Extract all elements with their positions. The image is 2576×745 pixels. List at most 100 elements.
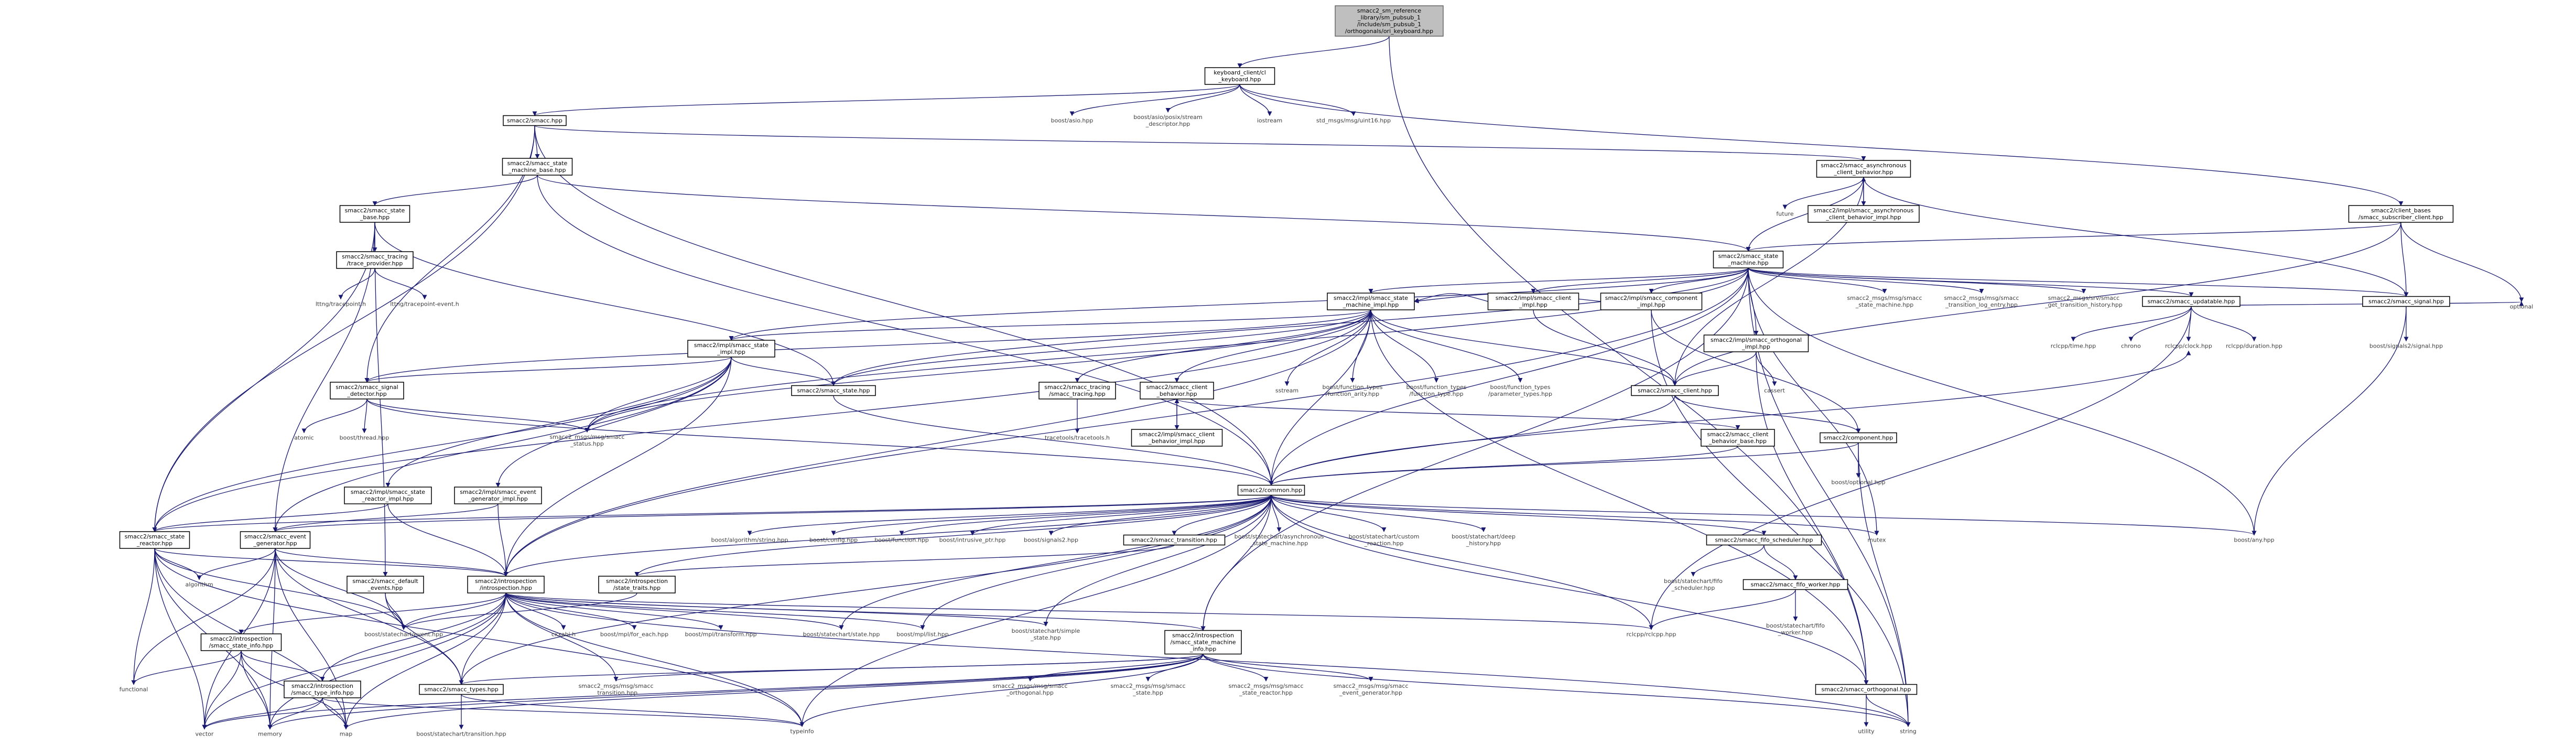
- node-msgstate[interactable]: smacc2_msgs/msg/smacc_state.hpp: [1110, 683, 1185, 696]
- node-atomic[interactable]: atomic: [294, 435, 314, 441]
- node-sstate[interactable]: smacc2/introspection/state_traits.hpp: [598, 576, 676, 593]
- node-bmpllist[interactable]: boost/mpl/list.hpp: [896, 631, 948, 638]
- node-intro[interactable]: smacc2/introspection/introspection.hpp: [467, 576, 545, 593]
- node-bmplfe[interactable]: boost/mpl/for_each.hpp: [600, 631, 668, 638]
- node-bscfifow[interactable]: boost/statechart/fifo_worker.hpp: [1766, 622, 1825, 636]
- node-rclcpp[interactable]: rclcpp/rclcpp.hpp: [1627, 631, 1676, 638]
- node-bfparam[interactable]: boost/function_types/parameter_types.hpp: [1488, 384, 1552, 397]
- node-cimpl[interactable]: smacc2/impl/smacc_client_impl.hpp: [1487, 293, 1579, 310]
- node-bintr[interactable]: boost/intrusive_ptr.hpp: [939, 537, 1006, 544]
- node-tracing[interactable]: smacc2/smacc_tracing/smacc_tracing.hpp: [1038, 382, 1116, 400]
- node-common[interactable]: smacc2/common.hpp: [1237, 484, 1305, 496]
- node-chrono[interactable]: chrono: [2121, 343, 2141, 350]
- node-bscstate[interactable]: boost/statechart/state.hpp: [803, 631, 880, 638]
- node-lttng[interactable]: lttng/tracepoint.h: [316, 301, 366, 308]
- node-boptional[interactable]: boost/optional.hpp: [1831, 479, 1885, 486]
- node-status[interactable]: smacc2_msgs/msg/smacc_status.hpp: [549, 434, 624, 447]
- node-de[interactable]: smacc2/smacc_default_events.hpp: [347, 576, 424, 593]
- node-bscfifo[interactable]: boost/statechart/fifo_scheduler.hpp: [1664, 578, 1723, 591]
- node-msgtl[interactable]: smacc2_msgs/msg/smacc_transition_log_ent…: [1944, 295, 2019, 308]
- node-bftype[interactable]: boost/function_types/function_type.hpp: [1406, 384, 1467, 397]
- node-basio[interactable]: boost/asio.hpp: [1051, 117, 1094, 124]
- node-sinfo[interactable]: smacc2/introspection/smacc_state_info.hp…: [200, 633, 282, 651]
- node-utility[interactable]: utility: [1858, 728, 1875, 735]
- node-trace[interactable]: smacc2/smacc_tracing/trace_provider.hpp: [336, 251, 414, 269]
- node-srvhist[interactable]: smacc2_msgs/srv/smacc_get_transition_his…: [2044, 295, 2123, 308]
- node-bscsimple[interactable]: boost/statechart/simple_state.hpp: [1012, 628, 1080, 641]
- node-upd[interactable]: smacc2/smacc_updatable.hpp: [2142, 296, 2241, 307]
- node-iostream[interactable]: iostream: [1257, 117, 1282, 124]
- node-bsig2[interactable]: boost/signals2/signal.hpp: [2369, 343, 2443, 350]
- node-si[interactable]: smacc2/impl/smacc_state_impl.hpp: [687, 340, 775, 358]
- node-rcldur[interactable]: rclcpp/duration.hpp: [2226, 343, 2282, 350]
- node-sr[interactable]: smacc2/smacc_state_reactor.hpp: [119, 531, 190, 549]
- node-trans[interactable]: smacc2/smacc_transition.hpp: [1123, 534, 1226, 546]
- node-sd[interactable]: smacc2/smacc_signal_detector.hpp: [330, 382, 404, 400]
- node-msgsr[interactable]: smacc2_msgs/msg/smacc_state_reactor.hpp: [1228, 683, 1303, 696]
- node-typeinfo[interactable]: typeinfo: [790, 728, 814, 735]
- node-bsig2h[interactable]: boost/signals2.hpp: [1024, 537, 1078, 544]
- node-tinfo[interactable]: smacc2/introspection/smacc_type_info.hpp: [284, 681, 361, 698]
- node-acb[interactable]: smacc2/smacc_asynchronous_client_behavio…: [1816, 160, 1911, 178]
- node-bscasm[interactable]: boost/statechart/asynchronous_state_mach…: [1235, 533, 1324, 547]
- node-msgorth[interactable]: smacc2_msgs/msg/smacc_orthogonal.hpp: [992, 683, 1067, 696]
- node-bconfig[interactable]: boost/config.hpp: [809, 537, 858, 544]
- node-state[interactable]: smacc2/smacc_state.hpp: [791, 385, 876, 396]
- node-cassert[interactable]: cassert: [1764, 387, 1785, 394]
- node-csub[interactable]: smacc2/client_bases/smacc_subscriber_cli…: [2348, 205, 2454, 223]
- node-bscevent[interactable]: boost/statechart/event.hpp: [364, 631, 443, 638]
- node-string[interactable]: string: [1900, 728, 1917, 735]
- node-bany[interactable]: boost/any.hpp: [2234, 537, 2274, 544]
- node-bposix[interactable]: boost/asio/posix/stream_descriptor.hpp: [1133, 114, 1202, 127]
- node-balg[interactable]: boost/algorithm/string.hpp: [711, 537, 788, 544]
- node-bmpltr[interactable]: boost/mpl/transform.hpp: [685, 631, 756, 638]
- node-comp[interactable]: smacc2/component.hpp: [1820, 432, 1897, 444]
- node-bthread[interactable]: boost/thread.hpp: [340, 435, 389, 441]
- node-msgsm[interactable]: smacc2_msgs/msg/smacc_state_machine.hpp: [1847, 295, 1922, 308]
- node-cbi[interactable]: smacc2/impl/smacc_client_behavior_impl.h…: [1131, 429, 1223, 447]
- node-smi[interactable]: smacc2/impl/smacc_state_machine_impl.hpp: [1327, 293, 1415, 310]
- node-memory[interactable]: memory: [258, 731, 282, 738]
- node-bfany[interactable]: boost/function_types/function_arity.hpp: [1323, 384, 1383, 397]
- node-sm[interactable]: smacc2/smacc_state_machine.hpp: [1713, 251, 1784, 268]
- node-sb[interactable]: smacc2/smacc_state_base.hpp: [339, 205, 410, 223]
- node-rcltime[interactable]: rclcpp/time.hpp: [2051, 343, 2096, 350]
- node-optional[interactable]: optional: [2510, 304, 2534, 310]
- node-cxxabi[interactable]: cxxabi.h: [551, 631, 576, 638]
- node-bsctrans[interactable]: boost/statechart/transition.hpp: [416, 731, 506, 738]
- node-msgeg[interactable]: smacc2_msgs/msg/smacc_event_generator.hp…: [1333, 683, 1408, 696]
- node-rclclock[interactable]: rclcpp/clock.hpp: [2165, 343, 2212, 350]
- node-msgtrans[interactable]: smacc2_msgs/msg/smacc_transition.hpp: [578, 683, 653, 696]
- node-map[interactable]: map: [340, 731, 352, 738]
- node-fifow[interactable]: smacc2/smacc_fifo_worker.hpp: [1742, 579, 1848, 590]
- node-lttnge[interactable]: lttng/tracepoint-event.h: [390, 301, 459, 308]
- node-acbi[interactable]: smacc2/impl/smacc_asynchronous_client_be…: [1807, 205, 1920, 223]
- node-algorithm[interactable]: algorithm: [185, 581, 213, 588]
- node-sstream[interactable]: sstream: [1275, 387, 1298, 394]
- node-tracingh[interactable]: tracetools/tracetools.h: [1045, 435, 1110, 441]
- node-eg[interactable]: smacc2/smacc_event_generator.hpp: [240, 531, 311, 549]
- node-mutex[interactable]: mutex: [1867, 537, 1886, 544]
- node-smi2[interactable]: smacc2/introspection/smacc_state_machine…: [1164, 630, 1242, 655]
- node-smacc[interactable]: smacc2/smacc.hpp: [503, 115, 567, 126]
- node-orthi[interactable]: smacc2/impl/smacc_orthogonal_impl.hpp: [1703, 334, 1809, 352]
- node-functional[interactable]: functional: [120, 686, 148, 693]
- node-cbb[interactable]: smacc2/smacc_client_behavior_base.hpp: [1701, 429, 1775, 447]
- node-client[interactable]: smacc2/smacc_client.hpp: [1631, 385, 1719, 396]
- node-bfunc[interactable]: boost/function.hpp: [874, 537, 929, 544]
- node-stdint[interactable]: std_msgs/msg/uint16.hpp: [1316, 117, 1391, 124]
- node-smb[interactable]: smacc2/smacc_state_machine_base.hpp: [502, 158, 573, 176]
- node-fifo[interactable]: smacc2/smacc_fifo_scheduler.hpp: [1706, 534, 1822, 546]
- node-sri[interactable]: smacc2/impl/smacc_state_reactor_impl.hpp: [344, 487, 432, 504]
- node-sig[interactable]: smacc2/smacc_signal.hpp: [2362, 296, 2450, 307]
- node-vector[interactable]: vector: [196, 731, 214, 738]
- node-future[interactable]: future: [1776, 211, 1793, 218]
- node-types[interactable]: smacc2/smacc_types.hpp: [419, 684, 504, 695]
- node-compi[interactable]: smacc2/impl/smacc_component_impl.hpp: [1600, 293, 1703, 310]
- node-orth[interactable]: smacc2/smacc_orthogonal.hpp: [1815, 684, 1918, 695]
- node-egi[interactable]: smacc2/impl/smacc_event_generator_impl.h…: [454, 487, 542, 504]
- node-bsccr[interactable]: boost/statechart/custom_reaction.hpp: [1349, 533, 1420, 547]
- node-cb[interactable]: smacc2/smacc_client_behavior.hpp: [1140, 382, 1214, 400]
- node-bscdh[interactable]: boost/statechart/deep_history.hpp: [1452, 533, 1516, 547]
- node-kc[interactable]: keyboard_client/cl_keyboard.hpp: [1204, 67, 1275, 85]
